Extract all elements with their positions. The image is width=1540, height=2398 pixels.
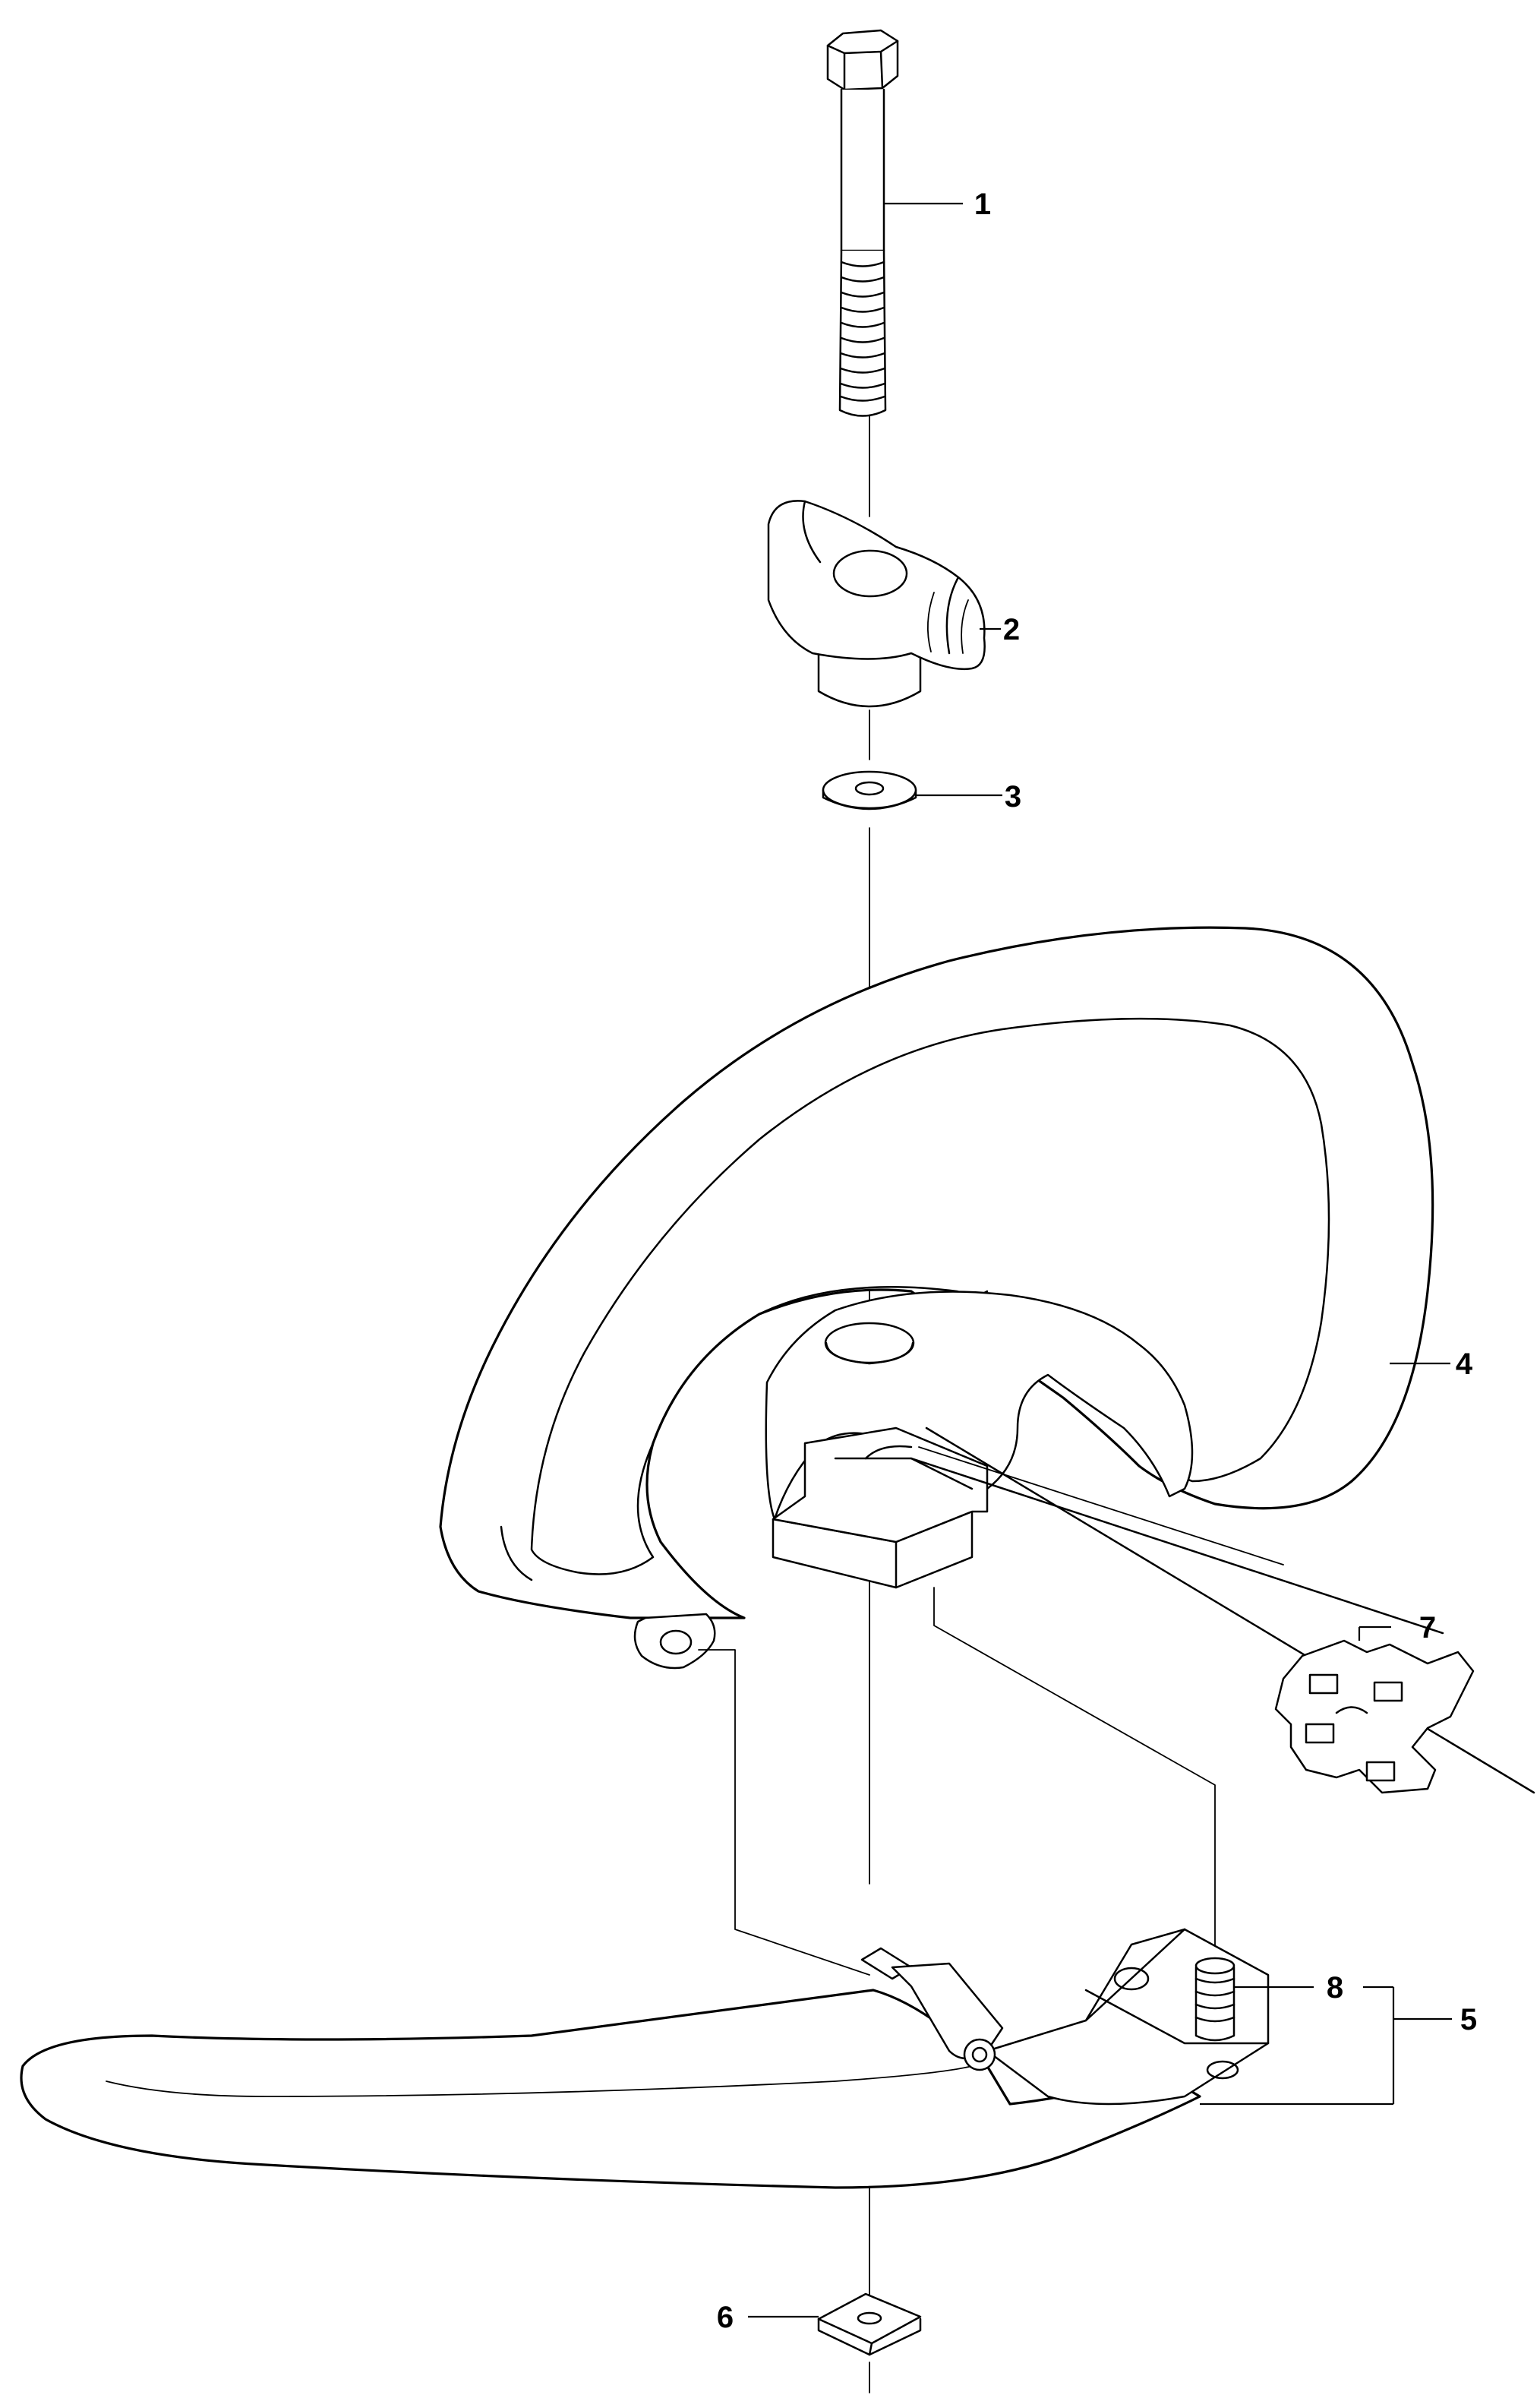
callout-6: 6 xyxy=(717,2301,734,2334)
guide-lines xyxy=(698,1587,1216,1976)
part-6-square-nut xyxy=(748,2292,922,2356)
callout-labels: 1 2 3 4 5 6 7 8 xyxy=(717,188,1477,2334)
part-7-clip xyxy=(1274,1626,1475,1794)
callout-7: 7 xyxy=(1419,1611,1436,1644)
callout-1: 1 xyxy=(974,188,991,221)
part-1-bolt xyxy=(826,29,963,417)
callout-2: 2 xyxy=(1003,613,1020,646)
part-5-lower-bar xyxy=(20,1928,1452,2189)
callout-8: 8 xyxy=(1327,1971,1343,2005)
callout-5: 5 xyxy=(1460,2003,1477,2036)
callout-4: 4 xyxy=(1456,1347,1473,1381)
part-4-handle-loop xyxy=(439,926,1535,1794)
part-3-washer xyxy=(822,770,1002,810)
callout-3: 3 xyxy=(1005,780,1021,814)
part-2-wing-knob xyxy=(767,500,1001,708)
